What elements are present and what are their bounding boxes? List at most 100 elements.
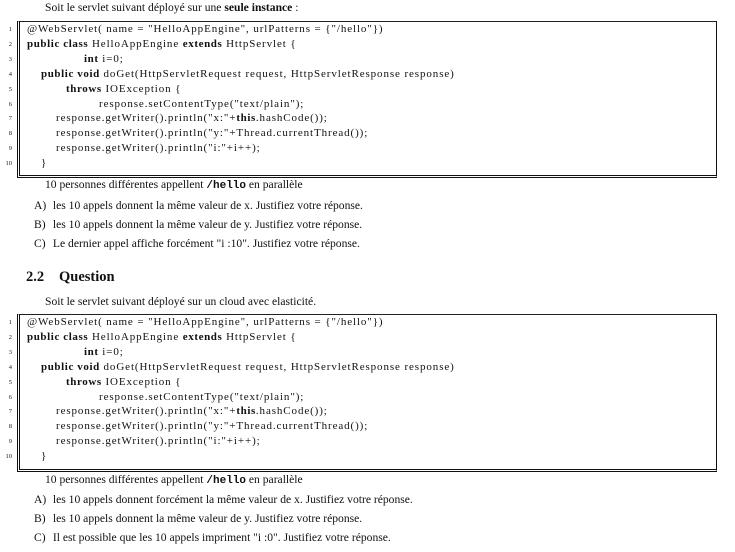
line-number: 9 bbox=[8, 145, 12, 153]
section2-call-statement: 10 personnes différentes appellent /hell… bbox=[45, 473, 303, 487]
line-number: 3 bbox=[8, 55, 12, 63]
line-number: 4 bbox=[8, 363, 12, 371]
section1-call-statement: 10 personnes différentes appellent /hell… bbox=[45, 178, 303, 192]
code-text: } bbox=[41, 450, 48, 463]
question-1c: C) Le dernier appel affiche forcément "i… bbox=[34, 237, 360, 250]
code-line: @WebServlet( name = "HelloAppEngine", ur… bbox=[27, 316, 383, 328]
code-text: .hashCode()); bbox=[255, 405, 328, 418]
code-text: @WebServlet( name = "HelloAppEngine", ur… bbox=[27, 23, 384, 35]
code-text: response.getWriter().println("i:"+i++); bbox=[56, 435, 261, 448]
line-number: 5 bbox=[8, 85, 12, 93]
line-number: 1 bbox=[8, 26, 12, 33]
code-keyword: this bbox=[236, 112, 256, 125]
question-text: Il est possible que les 10 appels imprim… bbox=[52, 531, 391, 544]
code-line: response.getWriter().println("i:"+i++); bbox=[56, 142, 261, 154]
code-line: public void doGet(HttpServletRequest req… bbox=[41, 361, 455, 373]
code-text: doGet(HttpServletRequest request, HttpSe… bbox=[99, 360, 455, 373]
code-line: response.setContentType("text/plain"); bbox=[99, 391, 304, 403]
code-text: IOException { bbox=[101, 375, 182, 388]
code-keyword: public class bbox=[27, 330, 89, 343]
code-text: HttpServlet { bbox=[222, 330, 297, 343]
code-text: HelloAppEngine bbox=[88, 330, 183, 343]
code-line: } bbox=[41, 157, 47, 169]
line-number: 8 bbox=[8, 130, 12, 138]
question-2a: A) les 10 appels donnent forcément la mê… bbox=[34, 493, 413, 506]
code-text: response.getWriter().println("x:"+ bbox=[56, 112, 237, 125]
code-line: throws IOException { bbox=[66, 83, 181, 95]
line-number: 10 bbox=[5, 453, 13, 461]
intro-emphasis: seule instance bbox=[224, 1, 293, 14]
question-text: les 10 appels donnent la même valeur de … bbox=[52, 218, 363, 231]
code-line: public class HelloAppEngine extends Http… bbox=[27, 38, 297, 50]
code-text: @WebServlet( name = "HelloAppEngine", ur… bbox=[27, 316, 384, 328]
question-label: B) bbox=[34, 218, 46, 231]
section2-intro: Soit le servlet suivant déployé sur un c… bbox=[45, 295, 317, 308]
question-label: B) bbox=[34, 512, 46, 525]
code-line: response.getWriter().println("i:"+i++); bbox=[56, 435, 261, 447]
code-text: response.getWriter().println("y:"+Thread… bbox=[56, 127, 369, 140]
code-line: @WebServlet( name = "HelloAppEngine", ur… bbox=[27, 23, 383, 35]
line-number: 2 bbox=[8, 40, 12, 48]
code-line: response.getWriter().println("x:"+this.h… bbox=[56, 112, 328, 124]
line-number: 9 bbox=[8, 438, 12, 446]
line-number: 7 bbox=[8, 408, 12, 416]
call-suffix: en parallèle bbox=[246, 178, 303, 191]
question-text: les 10 appels donnent la même valeur de … bbox=[52, 512, 363, 525]
question-text: Le dernier appel affiche forcément "i :1… bbox=[52, 237, 360, 250]
call-text: 10 personnes différentes appellent bbox=[45, 473, 207, 486]
line-number: 1 bbox=[8, 319, 12, 326]
question-label: A) bbox=[34, 493, 47, 506]
code-line: response.setContentType("text/plain"); bbox=[99, 98, 304, 110]
line-number: 4 bbox=[8, 70, 12, 78]
section-heading: 2.2 Question bbox=[26, 269, 115, 286]
call-text: 10 personnes différentes appellent bbox=[45, 178, 207, 191]
question-2c: C) Il est possible que les 10 appels imp… bbox=[34, 531, 391, 544]
code-line: response.getWriter().println("y:"+Thread… bbox=[56, 420, 368, 432]
question-2b: B) les 10 appels donnent la même valeur … bbox=[34, 512, 362, 525]
code-text: i=0; bbox=[98, 52, 124, 65]
code-line: public void doGet(HttpServletRequest req… bbox=[41, 68, 455, 80]
code-text: IOException { bbox=[101, 82, 182, 95]
question-label: C) bbox=[34, 531, 46, 544]
code-line: response.getWriter().println("x:"+this.h… bbox=[56, 405, 328, 417]
code-text: response.getWriter().println("x:"+ bbox=[56, 405, 237, 418]
code-keyword: throws bbox=[66, 82, 102, 95]
line-number: 7 bbox=[8, 115, 12, 123]
code-text: .hashCode()); bbox=[255, 112, 328, 125]
question-1a: A) les 10 appels donnent la même valeur … bbox=[34, 199, 363, 212]
intro-suffix: : bbox=[292, 1, 299, 14]
code-line: public class HelloAppEngine extends Http… bbox=[27, 331, 297, 343]
url-path: /hello bbox=[206, 180, 247, 192]
line-number: 6 bbox=[8, 100, 12, 108]
code-listing-2 bbox=[17, 314, 717, 472]
intro-text: Soit le servlet suivant déployé sur une bbox=[45, 1, 225, 14]
code-listing-1 bbox=[17, 21, 717, 178]
code-text: } bbox=[41, 157, 48, 170]
code-keyword: public void bbox=[41, 67, 100, 80]
question-label: A) bbox=[34, 199, 47, 212]
code-text: HelloAppEngine bbox=[88, 37, 183, 50]
code-text: i=0; bbox=[98, 345, 124, 358]
section-number: 2.2 bbox=[26, 269, 45, 285]
line-number: 3 bbox=[8, 348, 12, 356]
question-label: C) bbox=[34, 237, 46, 250]
question-text: les 10 appels donnent forcément la même … bbox=[52, 493, 413, 506]
line-number: 10 bbox=[5, 160, 13, 168]
code-line: response.getWriter().println("y:"+Thread… bbox=[56, 127, 368, 139]
call-suffix: en parallèle bbox=[246, 473, 303, 486]
question-text: les 10 appels donnent la même valeur de … bbox=[52, 199, 363, 212]
code-keyword: int bbox=[84, 345, 99, 358]
code-text: response.setContentType("text/plain"); bbox=[99, 97, 305, 110]
code-keyword: public void bbox=[41, 360, 100, 373]
code-keyword: int bbox=[84, 52, 99, 65]
code-text: doGet(HttpServletRequest request, HttpSe… bbox=[99, 67, 455, 80]
question-1b: B) les 10 appels donnent la même valeur … bbox=[34, 218, 362, 231]
code-line: } bbox=[41, 450, 47, 462]
code-line: int i=0; bbox=[84, 346, 124, 358]
code-text: response.setContentType("text/plain"); bbox=[99, 390, 305, 403]
section-title: Question bbox=[59, 269, 115, 285]
line-number: 8 bbox=[8, 423, 12, 431]
code-text: response.getWriter().println("y:"+Thread… bbox=[56, 420, 369, 433]
line-number: 5 bbox=[8, 378, 12, 386]
code-keyword: extends bbox=[182, 330, 223, 343]
